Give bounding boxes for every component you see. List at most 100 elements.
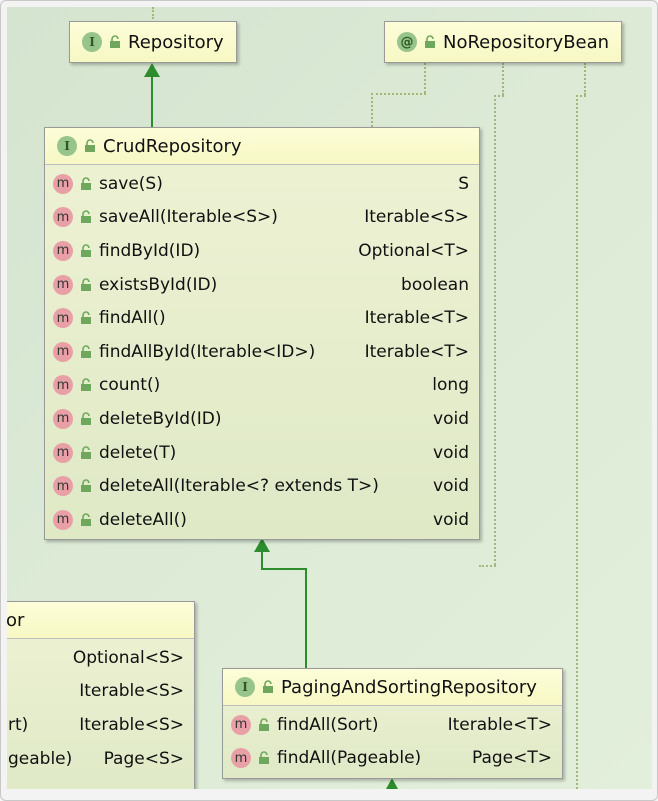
method-return-type: Optional<T> [358, 240, 469, 261]
arrowhead-repository [144, 63, 160, 77]
method-signature: findById(ID) [99, 240, 201, 261]
method-signature: rt) [8, 714, 29, 735]
dotted-connector-nrb-2h [494, 95, 504, 97]
method-return-type: void [433, 408, 469, 429]
method-row[interactable]: Iterable<S> [7, 675, 194, 709]
method-return-type: Iterable<T> [364, 308, 469, 329]
method-row[interactable]: geable) Page<S> [7, 742, 194, 776]
partial-method-list: Optional<S> Iterable<S> rt) Iterable<S> … [7, 639, 194, 775]
node-no-repository-bean-header: @ NoRepositoryBean [385, 22, 621, 62]
node-no-repository-bean[interactable]: @ NoRepositoryBean [384, 21, 622, 63]
method-return-type: S [458, 173, 469, 194]
method-return-type: Iterable<S> [79, 681, 184, 702]
method-return-type: Page<T> [471, 748, 552, 769]
arrow-paging-up [261, 551, 263, 570]
diagram-canvas[interactable]: I Repository @ NoRepositoryBean [7, 7, 652, 789]
method-row[interactable]: m saveAll(Iterable<S>) Iterable<S> [45, 201, 479, 235]
dotted-connector-nrb-3v [576, 95, 578, 789]
public-lock-icon [259, 751, 269, 765]
public-lock-icon [81, 378, 91, 392]
method-icon: m [53, 442, 73, 463]
arrowhead-crud [254, 538, 270, 552]
method-return-type: Iterable<T> [364, 341, 469, 362]
method-icon: m [53, 207, 73, 228]
node-crud-repository[interactable]: I CrudRepository m save(S) S m saveAll( [44, 127, 480, 540]
method-return-type: void [433, 442, 469, 463]
crud-method-list: m save(S) S m saveAll(Iterable<S>) Itera… [45, 165, 479, 537]
method-icon: m [231, 748, 251, 769]
node-repository[interactable]: I Repository [69, 21, 237, 63]
method-row[interactable]: m findById(ID) Optional<T> [45, 234, 479, 268]
node-repository-name: Repository [128, 31, 224, 53]
dotted-connector-nrb-2 [502, 63, 504, 95]
method-signature: saveAll(Iterable<S>) [99, 207, 278, 228]
dotted-connector-nrb-3 [584, 63, 586, 95]
method-icon: m [231, 714, 251, 735]
public-lock-icon [81, 345, 91, 358]
interface-icon: I [235, 677, 255, 697]
dotted-connector-nrb-3h [576, 95, 586, 97]
public-lock-icon [81, 412, 91, 425]
dotted-connector-nrb-2b [479, 565, 496, 567]
method-signature: geable) [8, 748, 73, 769]
method-row[interactable]: m findAllById(Iterable<ID>) Iterable<T> [45, 335, 479, 369]
arrow-paging-horizontal [261, 568, 307, 570]
method-icon: m [53, 476, 73, 497]
method-row[interactable]: m existsById(ID) boolean [45, 268, 479, 302]
method-row[interactable]: m deleteById(ID) void [45, 402, 479, 436]
node-paging-and-sorting-repository[interactable]: I PagingAndSortingRepository m findAll(S… [222, 668, 563, 779]
interface-icon: I [82, 32, 102, 52]
method-return-type: boolean [401, 274, 469, 295]
method-return-type: void [433, 476, 469, 497]
method-icon: m [53, 509, 73, 530]
public-lock-icon [263, 680, 273, 693]
method-icon: m [53, 408, 73, 429]
method-return-type: void [433, 509, 469, 530]
public-lock-icon [85, 139, 95, 152]
node-crud-repository-name: CrudRepository [103, 135, 242, 157]
dotted-connector-nrb-1h [371, 93, 426, 95]
interface-icon: I [57, 136, 77, 156]
method-row[interactable]: m deleteAll() void [45, 503, 479, 537]
method-signature: deleteAll() [99, 509, 187, 530]
public-lock-icon [81, 445, 91, 459]
node-paging-name: PagingAndSortingRepository [281, 676, 537, 698]
method-icon: m [53, 341, 73, 362]
dotted-connector-nrb-1v [371, 93, 373, 127]
paging-method-list: m findAll(Sort) Iterable<T> m findAll(Pa… [223, 706, 562, 775]
annotation-icon: @ [397, 32, 417, 52]
method-icon: m [53, 308, 73, 329]
node-partial-left-name: or [7, 609, 25, 631]
dotted-connector-nrb-2v [494, 95, 496, 565]
method-row[interactable]: rt) Iterable<S> [7, 708, 194, 742]
method-row[interactable]: m count() long [45, 369, 479, 403]
dotted-connector-top [152, 7, 154, 19]
method-icon: m [53, 240, 73, 261]
method-row[interactable]: m findAll() Iterable<T> [45, 301, 479, 335]
method-signature: deleteAll(Iterable<? extends T>) [99, 476, 379, 497]
public-lock-icon [425, 35, 435, 48]
method-signature: findAllById(Iterable<ID>) [99, 341, 316, 362]
public-lock-icon [259, 718, 269, 731]
node-paging-header: I PagingAndSortingRepository [223, 669, 562, 706]
method-return-type: Optional<S> [72, 647, 184, 668]
method-signature: deleteById(ID) [99, 408, 222, 429]
method-signature: findAll() [99, 308, 166, 329]
dotted-connector-nrb-1 [424, 63, 426, 93]
method-return-type: Iterable<T> [447, 714, 552, 735]
method-row[interactable]: m delete(T) void [45, 436, 479, 470]
method-row[interactable]: Optional<S> [7, 641, 194, 675]
arrow-crud-to-repository [151, 77, 153, 127]
method-row[interactable]: m findAll(Sort) Iterable<T> [223, 708, 562, 742]
node-no-repository-bean-name: NoRepositoryBean [443, 31, 610, 53]
method-return-type: Iterable<S> [79, 714, 184, 735]
method-row[interactable]: m findAll(Pageable) Page<T> [223, 742, 562, 776]
node-partial-left[interactable]: or Optional<S> Iterable<S> rt) Iterable<… [7, 601, 195, 789]
method-icon: m [53, 173, 73, 194]
method-row[interactable]: m save(S) S [45, 167, 479, 201]
method-signature: delete(T) [99, 442, 177, 463]
method-row[interactable]: m deleteAll(Iterable<? extends T>) void [45, 469, 479, 503]
method-signature: save(S) [99, 173, 163, 194]
method-signature: findAll(Sort) [277, 714, 379, 735]
method-return-type: Page<S> [103, 748, 184, 769]
